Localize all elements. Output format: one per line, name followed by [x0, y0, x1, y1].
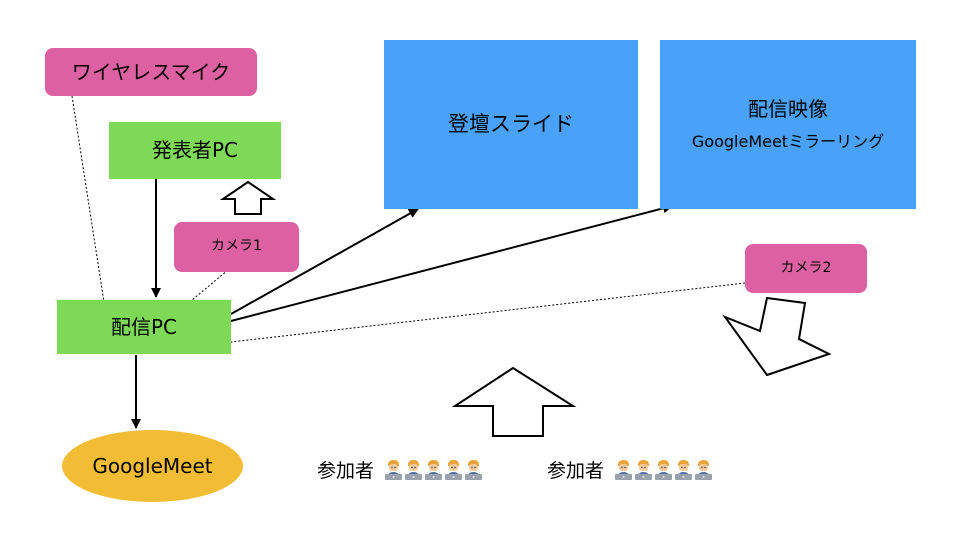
stream-pc-to-stream-video-arrow — [230, 203, 673, 322]
technologist-emoji-icon — [634, 459, 653, 480]
camera1-up-block-arrow — [219, 180, 277, 215]
technologist-emoji-icon — [404, 459, 423, 480]
camera1-node: カメラ1 — [174, 222, 299, 272]
stream-video-subtitle: GoogleMeetミラーリング — [691, 132, 885, 151]
technologist-emoji-icon — [614, 459, 633, 480]
stream-video-title: 配信映像 — [748, 97, 828, 121]
participants-label: 参加者 — [317, 460, 375, 482]
mic-to-stream-pc-dotted-line — [71, 95, 105, 303]
technologist-emoji-icon — [424, 459, 443, 480]
technologist-emoji-icon — [694, 459, 713, 480]
participants-group-left: 参加者 — [317, 456, 483, 483]
stream-pc-to-stage-slides-arrow — [230, 208, 419, 315]
stream-video-node: 配信映像 GoogleMeetミラーリング — [660, 40, 916, 209]
audience-up-block-arrow — [451, 366, 577, 437]
presenter-pc-node: 発表者PC — [109, 122, 281, 179]
stage-slides-node: 登壇スライド — [384, 40, 638, 209]
technologist-emoji-icon — [384, 459, 403, 480]
stream-pc-node: 配信PC — [57, 300, 231, 354]
technologist-emoji-icon — [464, 459, 483, 480]
participant-icons-left — [384, 459, 483, 480]
participant-icons-right — [614, 459, 713, 480]
wireless-mic-node: ワイヤレスマイク — [45, 48, 257, 96]
technologist-emoji-icon — [674, 459, 693, 480]
technologist-emoji-icon — [444, 459, 463, 480]
participants-label: 参加者 — [547, 460, 605, 482]
google-meet-node: GoogleMeet — [62, 430, 243, 502]
camera2-down-left-block-arrow — [722, 296, 832, 377]
camera1-to-stream-pc-dotted-line — [191, 269, 229, 301]
technologist-emoji-icon — [654, 459, 673, 480]
participants-group-right: 参加者 — [547, 456, 713, 483]
camera2-to-stream-pc-dotted-line — [230, 282, 746, 343]
camera2-node: カメラ2 — [745, 244, 867, 293]
